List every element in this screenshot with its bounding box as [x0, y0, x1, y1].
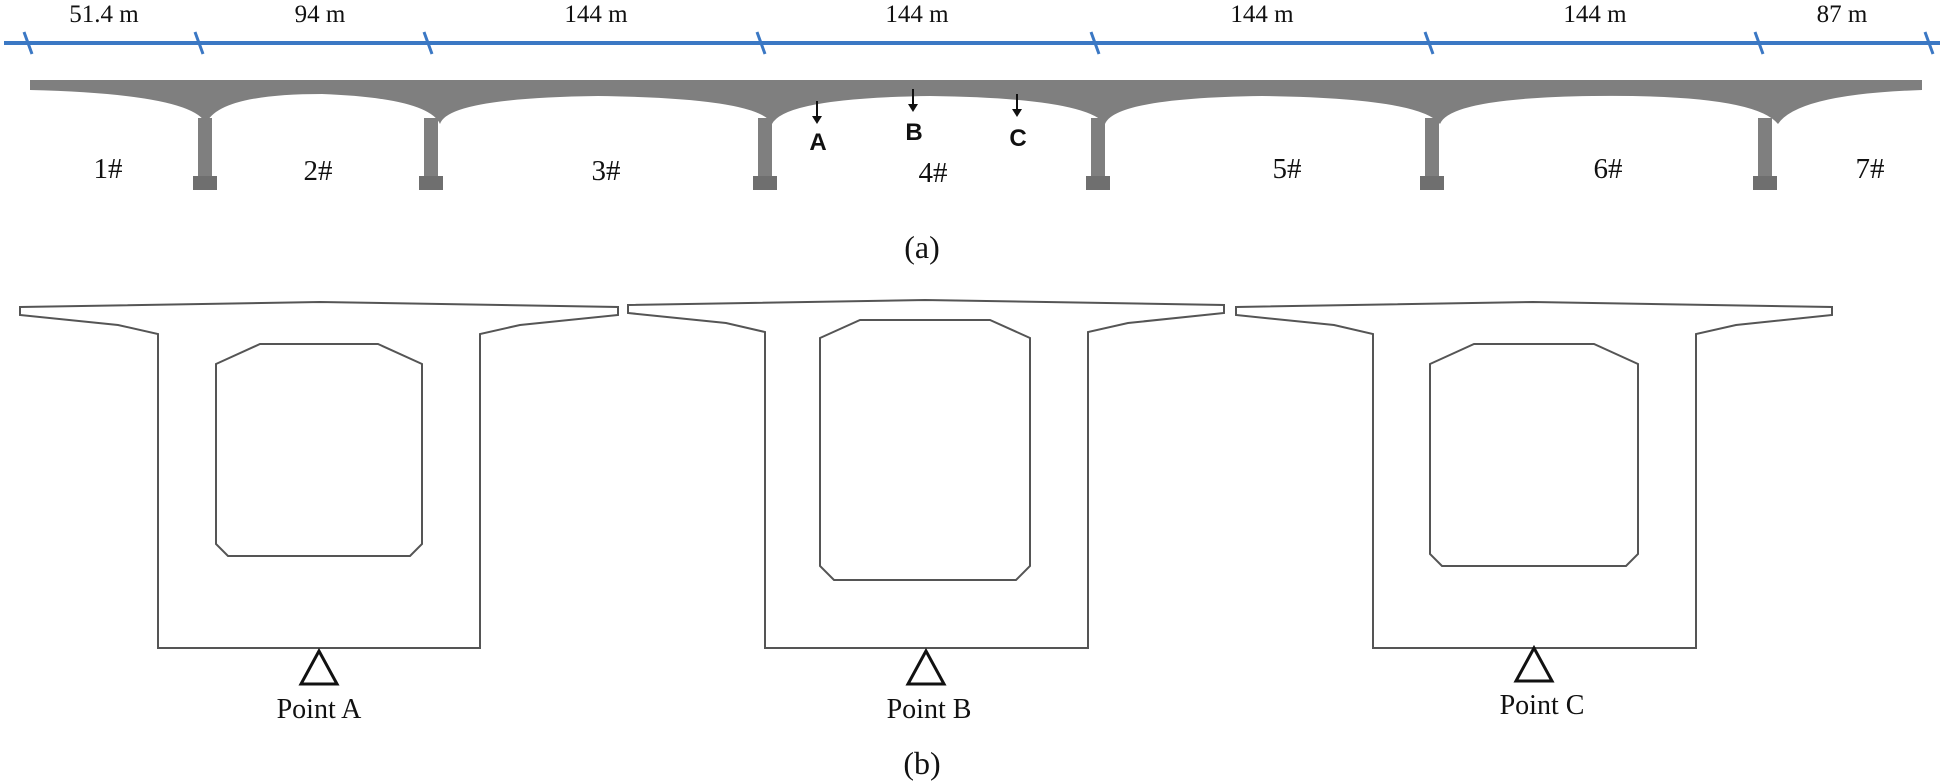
pier — [1758, 118, 1772, 176]
section-void — [1429, 343, 1639, 567]
segment-label: 1# — [94, 153, 123, 185]
section-void — [215, 343, 423, 557]
dimension-tick — [1753, 31, 1765, 55]
pier-bearing — [419, 176, 443, 190]
pier — [424, 118, 438, 176]
pier — [1091, 118, 1105, 176]
span-length-label: 87 m — [1817, 1, 1868, 28]
support-label-b: Point B — [887, 694, 972, 725]
section-void — [819, 319, 1031, 581]
support-triangle-icon — [905, 647, 947, 686]
piers — [193, 118, 1777, 190]
cross-section-c — [1235, 300, 1833, 649]
point-a-label: A — [809, 129, 826, 156]
section-outline — [19, 300, 619, 649]
pier-bearing — [1420, 176, 1444, 190]
span-length-label: 144 m — [564, 1, 628, 28]
arrow-a-head — [812, 116, 822, 124]
caption-a: (a) — [904, 229, 940, 265]
segment-label: 4# — [919, 157, 948, 189]
dimension-tick — [1423, 31, 1435, 55]
pier — [198, 118, 212, 176]
span-length-label: 51.4 m — [69, 1, 139, 28]
segment-label: 7# — [1856, 153, 1885, 185]
span-length-label: 94 m — [295, 1, 346, 28]
pier-bearing — [753, 176, 777, 190]
support-triangle-icon — [298, 647, 340, 686]
span-length-label: 144 m — [1230, 1, 1294, 28]
support-label-c: Point C — [1500, 690, 1585, 721]
segment-label: 2# — [304, 155, 333, 187]
bridge-girder — [30, 80, 1922, 124]
dimension-tick — [193, 31, 205, 55]
pier-bearing — [1753, 176, 1777, 190]
point-arrows — [812, 89, 1022, 124]
supports — [298, 644, 1555, 686]
arrow-c-head — [1012, 109, 1022, 117]
dimension-tick — [755, 31, 767, 55]
pier — [758, 118, 772, 176]
span-length-label: 144 m — [885, 1, 949, 28]
segment-label: 3# — [592, 155, 621, 187]
pier — [1425, 118, 1439, 176]
arrow-b-head — [908, 104, 918, 112]
cross-section-a — [19, 300, 619, 649]
point-c-label: C — [1009, 125, 1026, 152]
pier-bearing — [1086, 176, 1110, 190]
cross-section-b — [627, 298, 1225, 649]
dimension-tick — [1923, 31, 1935, 55]
cross-sections — [19, 298, 1833, 649]
dimension-ticks — [22, 31, 1935, 55]
support-triangle-icon — [1513, 644, 1555, 683]
dimension-tick — [422, 31, 434, 55]
section-outline — [1235, 300, 1833, 649]
support-label-a: Point A — [277, 694, 363, 725]
caption-b: (b) — [903, 745, 940, 781]
dimension-tick — [1089, 31, 1101, 55]
dimension-tick — [22, 31, 34, 55]
pier-bearing — [193, 176, 217, 190]
elevation-view: 51.4 m 94 m 144 m 144 m 144 m 144 m 87 m — [4, 1, 1940, 265]
point-b-label: B — [905, 119, 922, 146]
section-outline — [627, 298, 1225, 649]
span-length-label: 144 m — [1563, 1, 1627, 28]
segment-label: 6# — [1594, 153, 1623, 185]
segment-label: 5# — [1273, 153, 1302, 185]
